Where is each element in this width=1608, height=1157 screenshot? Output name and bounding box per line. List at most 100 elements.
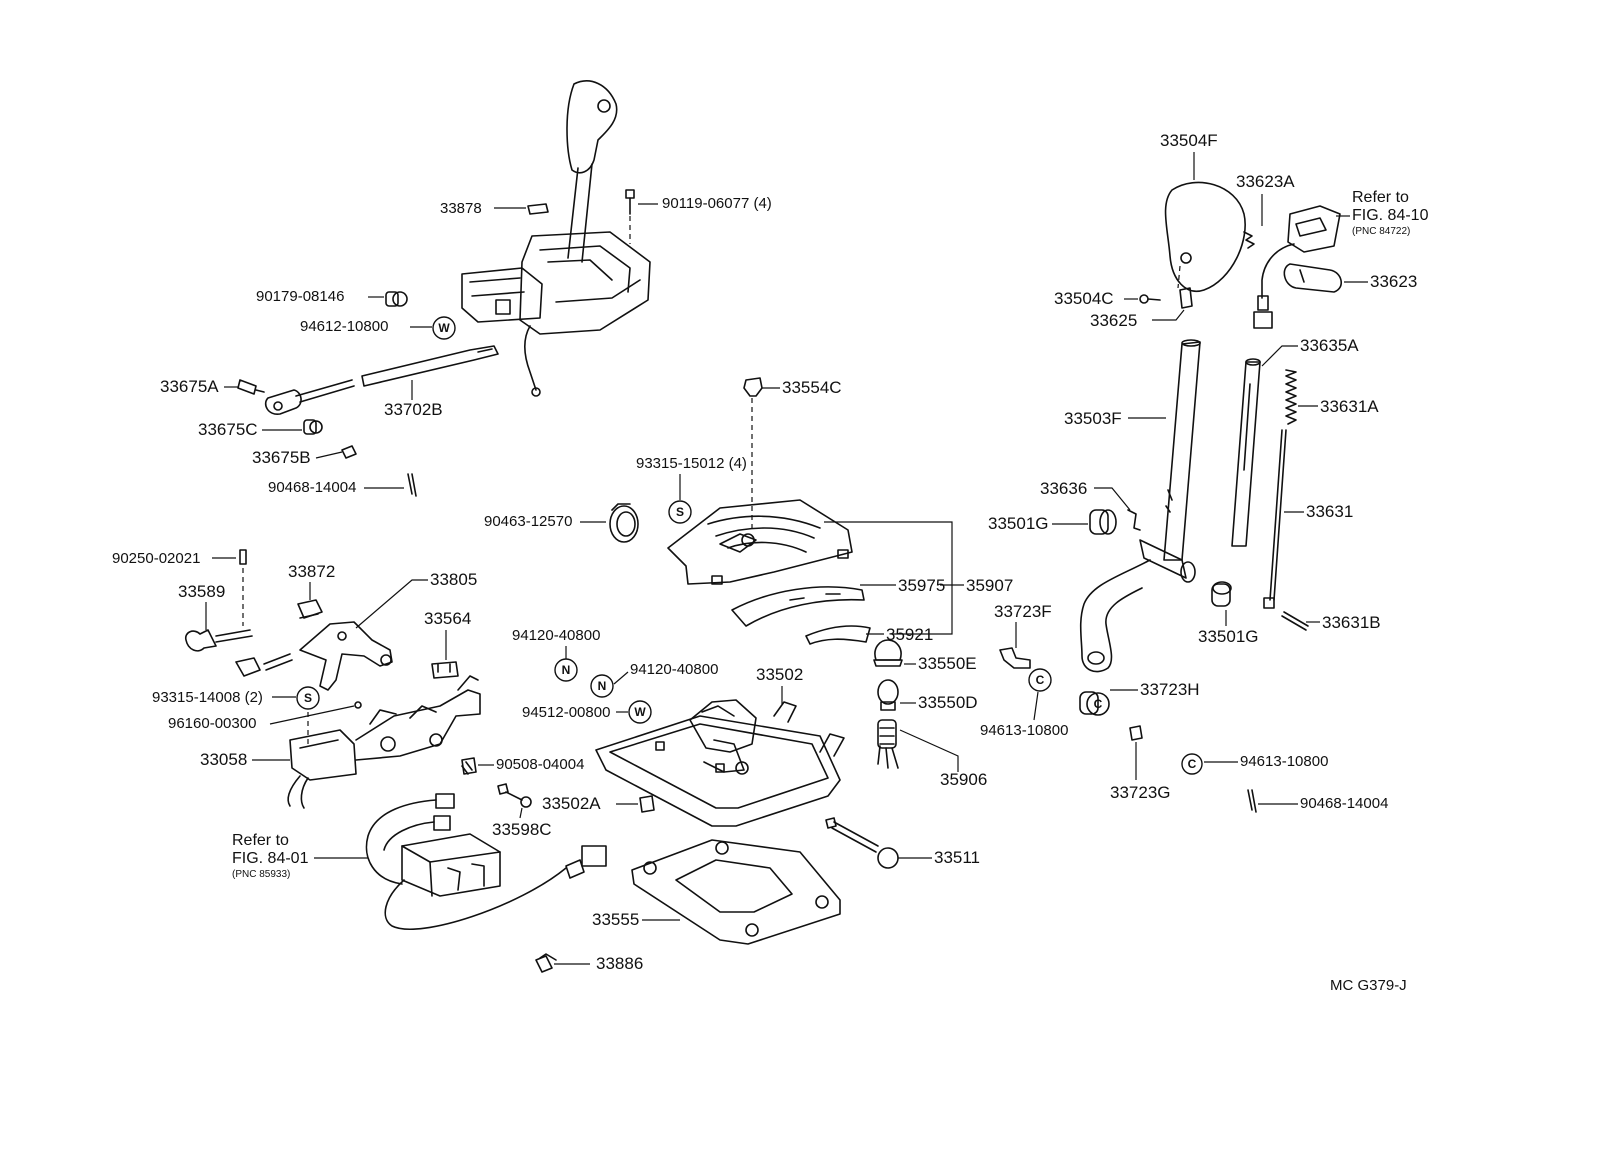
- label-35907: 35907: [966, 576, 1013, 595]
- label-33675C: 33675C: [198, 420, 258, 439]
- symbol-w-2: W: [634, 705, 646, 719]
- label-33502A: 33502A: [542, 794, 601, 813]
- bushing-33502a-icon: [639, 795, 655, 813]
- ref-right-pnc: (PNC 84722): [1352, 226, 1410, 237]
- label-33501G-a: 33501G: [988, 514, 1049, 533]
- label-93315-15012: 93315-15012 (4): [636, 455, 747, 472]
- symbol-w-1: W: [438, 321, 450, 335]
- label-33550E: 33550E: [918, 654, 977, 673]
- switch-assembly: [1253, 205, 1341, 329]
- label-33511: 33511: [934, 848, 980, 867]
- shield-35921: [805, 625, 871, 645]
- nut-n-symbol-1: [554, 658, 578, 682]
- clip-33625-icon: [1179, 287, 1193, 309]
- label-94612: 94612-10800: [300, 318, 388, 335]
- label-90508: 90508-04004: [496, 756, 584, 773]
- label-33564: 33564: [424, 609, 471, 628]
- lock-cable-33805: [235, 621, 393, 691]
- bulb-33550e-icon: [873, 639, 903, 667]
- label-33635A: 33635A: [1300, 336, 1359, 355]
- label-90468-a: 90468-14004: [268, 479, 356, 496]
- symbol-c-1: C: [1036, 673, 1045, 687]
- bushing-33501g-icon-1: [1089, 509, 1117, 535]
- label-90463: 90463-12570: [484, 513, 572, 530]
- base-plate-33502: [595, 699, 845, 827]
- clip-33564-icon: [431, 661, 459, 679]
- screw-33504c-icon: [1139, 294, 1161, 304]
- part-33878-icon: [527, 203, 549, 215]
- label-33805: 33805: [430, 570, 477, 589]
- washer-w-symbol-2: [628, 700, 652, 724]
- pin-90468-icon-2: [1247, 789, 1257, 813]
- ref-right-line2: FIG. 84-10: [1352, 207, 1429, 224]
- symbol-n-1: N: [562, 663, 571, 677]
- cap-33554c-icon: [743, 377, 763, 397]
- spring-s-symbol-2: [296, 686, 320, 710]
- label-33723F: 33723F: [994, 602, 1052, 621]
- cover-33555: [631, 839, 841, 945]
- indicator-housing-35907: [667, 499, 853, 585]
- socket-35906-icon: [877, 719, 899, 769]
- clamp-90463-icon: [609, 503, 639, 543]
- pin-33631b-icon: [1281, 611, 1309, 631]
- label-94613-a: 94613-10800: [980, 722, 1068, 739]
- label-33589: 33589: [178, 582, 225, 601]
- label-33631A: 33631A: [1320, 397, 1379, 416]
- label-90250: 90250-02021: [112, 550, 200, 567]
- label-96160: 96160-00300: [168, 715, 256, 732]
- label-33554C: 33554C: [782, 378, 842, 397]
- label-33623A: 33623A: [1236, 172, 1295, 191]
- label-33504F: 33504F: [1160, 131, 1218, 150]
- ref-left-line2: FIG. 84-01: [232, 850, 309, 867]
- bushing-33723h-icon: [1079, 691, 1110, 716]
- rod-33635a: [1231, 358, 1261, 547]
- label-90468-b: 90468-14004: [1300, 795, 1388, 812]
- collar-33723g-icon: [1129, 725, 1143, 741]
- pin-33723f-icon: [999, 647, 1031, 669]
- solenoid-33872-icon: [297, 599, 323, 619]
- label-33675A: 33675A: [160, 377, 219, 396]
- clip-33636-icon: [1127, 509, 1141, 531]
- ref-right-line1: Refer to: [1352, 189, 1409, 206]
- clip-33675b-icon: [341, 445, 357, 459]
- symbol-s-2: S: [304, 691, 312, 705]
- label-33636: 33636: [1040, 479, 1087, 498]
- screw-90508-icon: [461, 757, 477, 775]
- label-90179: 90179-08146: [256, 288, 344, 305]
- symbol-c-2: C: [1188, 757, 1197, 771]
- screw-33589-icon: [184, 629, 253, 652]
- label-33598C: 33598C: [492, 820, 552, 839]
- washer-w-symbol: [432, 316, 456, 340]
- bushing-33501g-icon-2: [1211, 581, 1232, 607]
- screw-90119-icon: [625, 189, 635, 215]
- shift-lever-33503f: [1079, 339, 1201, 673]
- label-33058: 33058: [200, 750, 247, 769]
- symbol-c-3: C: [1094, 697, 1103, 711]
- wiring-harness: [365, 793, 607, 930]
- shift-lever-assembly: [461, 80, 651, 397]
- lever-knob-33504f: [1164, 181, 1246, 293]
- footer-code: MC G379-J: [1330, 977, 1407, 994]
- rod-33631: [1263, 429, 1287, 609]
- label-33631B: 33631B: [1322, 613, 1381, 632]
- label-33501G-b: 33501G: [1198, 627, 1259, 646]
- washer-c-symbol-2: [1181, 753, 1203, 775]
- nut-n-symbol-2: [590, 674, 614, 698]
- label-33723H: 33723H: [1140, 680, 1200, 699]
- label-94120-a: 94120-40800: [512, 627, 600, 644]
- plate-35975: [731, 586, 865, 627]
- pin-90250-icon: [239, 549, 247, 565]
- label-33878: 33878: [440, 200, 482, 217]
- label-33503F: 33503F: [1064, 409, 1122, 428]
- shift-lock-unit-33058: [287, 675, 481, 809]
- bulb-33550d-icon: [877, 679, 899, 711]
- pin-33511-icon: [825, 817, 899, 869]
- label-35921: 35921: [886, 625, 933, 644]
- spring-33623a-icon: [1243, 231, 1255, 249]
- label-33504C: 33504C: [1054, 289, 1114, 308]
- label-33502: 33502: [756, 665, 803, 684]
- label-33872: 33872: [288, 562, 335, 581]
- screw-33598c-icon: [497, 783, 532, 808]
